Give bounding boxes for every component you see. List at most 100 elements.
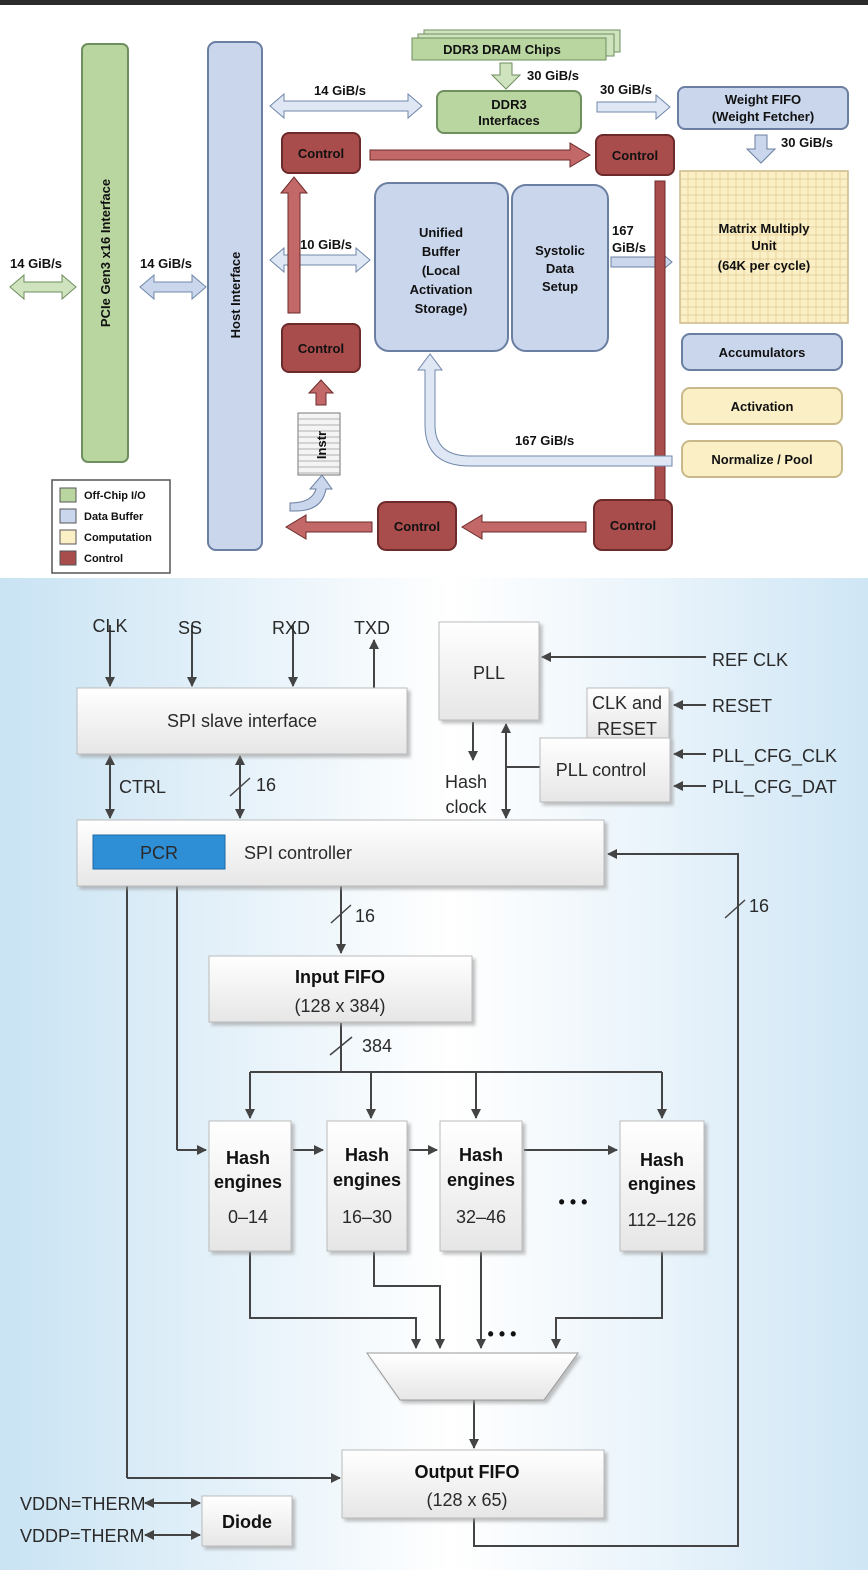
- unified-buffer-label-1: Unified: [419, 225, 463, 240]
- diode-label: Diode: [222, 1512, 272, 1532]
- multiplexer: [366, 1352, 579, 1401]
- ddr3-interfaces-box: [436, 90, 582, 134]
- control-box-bottom-left: [377, 501, 457, 551]
- legend-label-databuf: Data Buffer: [84, 511, 144, 523]
- label-width-16-ctrl: 16: [355, 906, 375, 926]
- accumulators-label: Accumulators: [719, 345, 806, 360]
- bw-label-systolic-a: 167: [612, 223, 634, 238]
- label-reset: RESET: [712, 696, 772, 716]
- label-width-384: 384: [362, 1036, 392, 1056]
- label-vddp: VDDP=THERM: [20, 1526, 145, 1546]
- arrow-control-bottom: [461, 514, 587, 540]
- matrix-multiply-unit: Matrix Multiply Unit (64K per cycle): [679, 170, 849, 324]
- instr-buffer: Instr: [297, 412, 341, 476]
- clk-reset-label-2: RESET: [597, 719, 657, 739]
- control-box-bottom-right: [593, 499, 673, 551]
- ddr3-interfaces-label-1: DDR3: [491, 97, 526, 112]
- pcr-box: [92, 834, 226, 870]
- weight-fifo-label-2: (Weight Fetcher): [712, 109, 814, 124]
- unified-buffer-label-5: Storage): [415, 301, 468, 316]
- tpu-diagram: PCIe Gen3 x16 Interface Host Interface D…: [9, 29, 849, 574]
- label-ss: SS: [178, 618, 202, 638]
- pcr-label: PCR: [140, 843, 178, 863]
- pll-label: PLL: [473, 663, 505, 683]
- arrow-host-to-instr: [289, 474, 333, 512]
- svg-text:engines: engines: [628, 1174, 696, 1194]
- bw-label-external: 14 GiB/s: [10, 256, 62, 271]
- normalize-pool-label: Normalize / Pool: [711, 452, 812, 467]
- legend: Off-Chip I/O Data Buffer Computation Con…: [51, 479, 171, 574]
- bw-arrow-external: [9, 273, 77, 301]
- systolic-setup-box: [511, 184, 609, 352]
- ddr3-interfaces-label-2: Interfaces: [478, 113, 539, 128]
- clk-reset-box: [586, 687, 670, 739]
- control-label-top-left: Control: [298, 146, 344, 161]
- control-box-mid-left: [281, 323, 361, 373]
- unified-buffer-label-3: (Local: [422, 263, 460, 278]
- unified-buffer-box: [374, 182, 509, 352]
- svg-text:32–46: 32–46: [456, 1207, 506, 1227]
- systolic-label-1: Systolic: [535, 243, 585, 258]
- host-interface-label: Host Interface: [228, 252, 243, 339]
- tpu-diagram-panel: PCIe Gen3 x16 Interface Host Interface D…: [0, 5, 868, 578]
- label-clk: CLK: [92, 616, 127, 636]
- activation-label: Activation: [731, 399, 794, 414]
- bw-arrow-pcie-host: [139, 273, 207, 301]
- hash-engines-ellipsis: • • •: [559, 1192, 588, 1212]
- instr-label: Instr: [314, 431, 329, 459]
- svg-text:Hash: Hash: [459, 1145, 503, 1165]
- bw-label-host-ub: 10 GiB/s: [300, 237, 352, 252]
- bw-label-weight-mmu: 30 GiB/s: [781, 135, 833, 150]
- mmu-label-1: Matrix Multiply: [718, 221, 810, 236]
- arrow-feedback-to-ub: [417, 353, 673, 467]
- normalize-pool-box: [681, 440, 843, 478]
- mux-ellipsis: • • •: [488, 1324, 517, 1344]
- accumulators-box: [681, 333, 843, 371]
- svg-text:engines: engines: [333, 1170, 401, 1190]
- label-vddn: VDDN=THERM: [20, 1494, 146, 1514]
- top-border: [0, 0, 868, 5]
- bw-arrow-host-ub: [269, 246, 371, 274]
- pcie-interface-label: PCIe Gen3 x16 Interface: [98, 179, 113, 327]
- label-pll-cfg-dat: PLL_CFG_DAT: [712, 777, 837, 798]
- hash-diagram: SPI slave interface PLL CLK and RESET PL…: [20, 616, 837, 1547]
- arrow-weight-to-mmu: [745, 134, 777, 164]
- legend-swatch-compute: [59, 529, 77, 545]
- mmu-label-3: (64K per cycle): [718, 258, 811, 273]
- control-label-bottom-left: Control: [394, 519, 440, 534]
- weight-fifo-box: [677, 86, 849, 130]
- label-ctrl: CTRL: [119, 777, 166, 797]
- ddr3-dram-chips-box: [411, 37, 607, 61]
- control-label-bottom-right: Control: [610, 518, 656, 533]
- unified-buffer-label-4: Activation: [410, 282, 473, 297]
- control-box-top-right: [595, 134, 675, 176]
- systolic-label-3: Setup: [542, 279, 578, 294]
- control-label-top-right: Control: [612, 148, 658, 163]
- activation-box: [681, 387, 843, 425]
- bw-label-feedback: 167 GiB/s: [515, 433, 574, 448]
- input-fifo-size: (128 x 384): [294, 996, 385, 1016]
- unified-buffer-label-2: Buffer: [422, 244, 460, 259]
- svg-text:112–126: 112–126: [628, 1210, 697, 1230]
- label-hash-clock-2: clock: [445, 797, 487, 817]
- svg-text:0–14: 0–14: [228, 1207, 268, 1227]
- pcie-interface-box: [81, 43, 129, 463]
- label-rxd: RXD: [272, 618, 310, 638]
- label-txd: TXD: [354, 618, 390, 638]
- hash-engines-112-126: Hash engines 112–126: [619, 1120, 705, 1252]
- label-pll-cfg-clk: PLL_CFG_CLK: [712, 746, 837, 767]
- label-hash-clock-1: Hash: [445, 772, 487, 792]
- legend-swatch-databuf: [59, 508, 77, 524]
- svg-text:engines: engines: [447, 1170, 515, 1190]
- hash-engines-16-30: Hash engines 16–30: [326, 1120, 408, 1252]
- arrow-ddr3-to-weightfifo: [596, 93, 671, 121]
- hash-diagram-panel: SPI slave interface PLL CLK and RESET PL…: [0, 578, 868, 1570]
- input-fifo-label: Input FIFO: [295, 967, 385, 987]
- bw-arrow-host-ddr3: [269, 92, 423, 120]
- control-label-mid-left: Control: [298, 341, 344, 356]
- svg-text:16–30: 16–30: [342, 1207, 392, 1227]
- bw-label-systolic-b: GiB/s: [612, 240, 646, 255]
- input-fifo-box: [208, 955, 473, 1023]
- spi-slave-interface-label: SPI slave interface: [167, 711, 317, 731]
- legend-label-offchip: Off-Chip I/O: [84, 490, 146, 502]
